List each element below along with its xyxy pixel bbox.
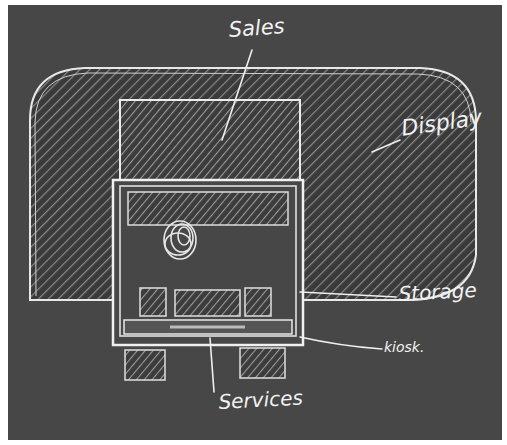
area-label: kiosk.	[384, 340, 424, 354]
service-box	[125, 350, 165, 380]
area-label: Services	[218, 388, 303, 412]
leader-line	[300, 292, 396, 297]
storage-box	[245, 288, 271, 316]
leader-line	[372, 140, 400, 152]
chalk-stroke	[170, 326, 245, 329]
counter	[128, 192, 288, 225]
leader-line	[300, 337, 382, 349]
storage-box	[140, 288, 166, 316]
chalkboard	[8, 5, 502, 440]
leader-line	[222, 50, 252, 140]
sales-area	[120, 100, 300, 185]
kiosk-front-strip	[124, 320, 292, 334]
area-label: Sales	[228, 16, 285, 41]
service-box	[240, 348, 285, 378]
kiosk-outline	[113, 180, 303, 345]
area-label: Storage	[398, 280, 477, 304]
storage-box	[175, 290, 240, 316]
swirl-symbol	[164, 221, 196, 259]
kiosk-inner-outline	[120, 186, 296, 336]
leader-line	[210, 338, 214, 392]
